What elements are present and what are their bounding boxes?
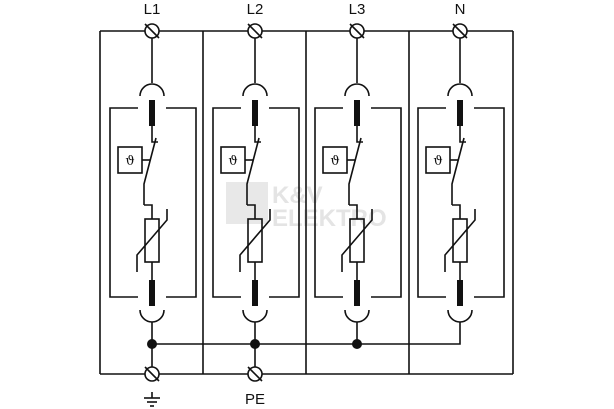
spd-cartridge [314, 107, 402, 298]
fuse-top [149, 100, 155, 126]
module-frame [99, 30, 514, 375]
plug-contact-bottom [447, 309, 473, 323]
plug-contact-top [139, 83, 165, 97]
plug-contact-bottom [242, 309, 268, 323]
fuse-bottom [354, 280, 360, 306]
pole-label: N [455, 1, 466, 18]
varistor-icon [247, 218, 263, 263]
spd-cartridge [109, 107, 197, 298]
pole-module-n: Nϑ [417, 1, 505, 323]
top-terminal-icon [349, 23, 365, 39]
ground-symbol [144, 392, 160, 407]
plug-contact-bottom [344, 309, 370, 323]
fuse-top [252, 100, 258, 126]
junction-dot [352, 339, 362, 349]
fuse-bottom [252, 280, 258, 306]
top-terminal-icon [247, 23, 263, 39]
fuse-top [354, 100, 360, 126]
pole-module-l2: L2 ϑ [212, 1, 300, 382]
pole-label: L3 [349, 1, 366, 18]
watermark-line2: ELEKTRO [272, 205, 387, 232]
fuse-top [457, 100, 463, 126]
thermal-sensor-box [425, 146, 451, 174]
thermal-symbol: ϑ [125, 154, 134, 169]
thermal-disconnector-switch [348, 126, 363, 219]
bottom-terminal-icon [144, 366, 160, 382]
fuse-bottom [149, 280, 155, 306]
thermal-disconnector-switch [246, 126, 261, 219]
plug-contact-top [242, 83, 268, 97]
pole-module-l3: L3 ϑ [314, 1, 402, 349]
thermal-symbol: ϑ [330, 154, 339, 169]
top-terminal-icon [144, 23, 160, 39]
thermal-disconnector-switch [143, 126, 158, 219]
varistor-icon [144, 218, 160, 263]
thermal-symbol: ϑ [433, 154, 442, 169]
thermal-symbol: ϑ [228, 154, 237, 169]
pe-label: PE [245, 391, 265, 408]
spd-cartridge [212, 107, 300, 298]
spd-cartridge [417, 107, 505, 298]
thermal-sensor-box [322, 146, 348, 174]
plug-contact-bottom [139, 309, 165, 323]
pole-module-l1: L1 ϑ [109, 1, 197, 382]
top-terminal-icon [452, 23, 468, 39]
thermal-disconnector-switch [451, 126, 466, 219]
pole-label: L1 [144, 1, 161, 18]
fuse-bottom [457, 280, 463, 306]
bottom-terminal-icon [247, 366, 263, 382]
plug-contact-top [447, 83, 473, 97]
thermal-sensor-box [117, 146, 143, 174]
pole-label: L2 [247, 1, 264, 18]
thermal-sensor-box [220, 146, 246, 174]
varistor-icon [452, 218, 468, 263]
plug-contact-top [344, 83, 370, 97]
